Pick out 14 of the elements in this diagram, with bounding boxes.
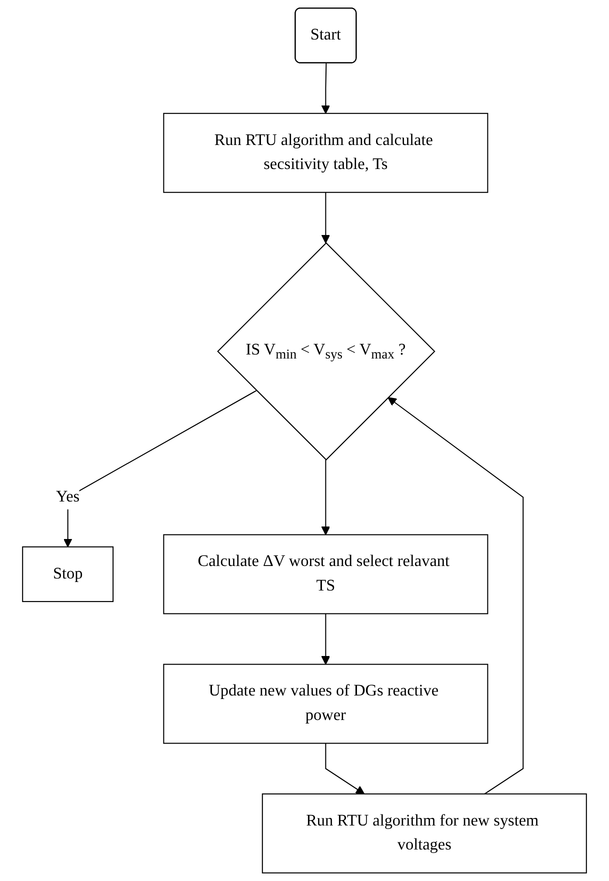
node-box: Stop (22, 546, 114, 602)
node-box: Calculate ΔV worst and select relavant TS (163, 534, 488, 614)
edge-label: Yes (56, 488, 80, 506)
node-diamond: IS V$_{min}$ < V$_{sys}$ < V$_{max}$ ? (217, 242, 436, 461)
node-box: Run RTU algorithm for new system voltages (262, 793, 587, 874)
arrow (321, 192, 330, 244)
arrow (321, 63, 330, 114)
node-box: Update new values of DGs reactive power (163, 664, 488, 744)
node-box: Run RTU algorithm and calculate secsitivity table, Ts (163, 112, 488, 193)
arrow (388, 397, 524, 794)
arrow (321, 614, 330, 665)
arrow (63, 390, 257, 548)
arrow (321, 460, 330, 536)
arrow (325, 743, 365, 794)
